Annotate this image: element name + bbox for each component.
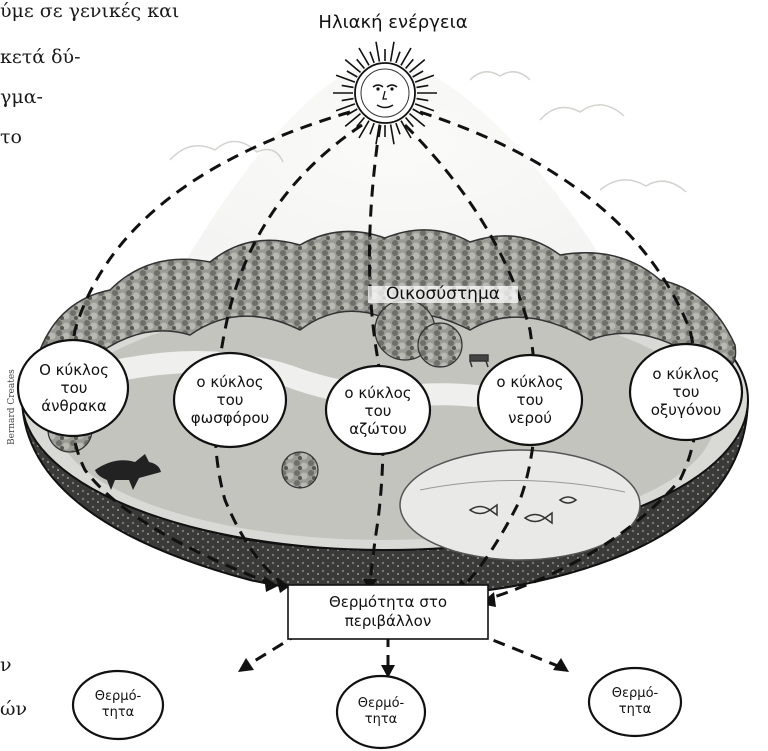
cycle-phosphorus-line-3: φωσφόρου xyxy=(178,409,282,427)
heat-output-3-line-1: Θερμό- xyxy=(595,686,675,702)
cycle-nitrogen: ο κύκλος του αζώτου xyxy=(328,384,428,438)
cycle-water-line-1: ο κύκλος xyxy=(480,373,580,391)
cycle-phosphorus-line-1: ο κύκλος xyxy=(178,373,282,391)
cycle-phosphorus-line-2: του xyxy=(178,391,282,409)
heat-output-2-line-1: Θερμό- xyxy=(341,696,421,712)
environment-heat-line-2: περιβάλλον xyxy=(288,612,488,631)
heat-output-1-line-1: Θερμό- xyxy=(78,689,158,705)
cropped-text-line-4: το xyxy=(0,128,22,147)
heat-output-2-line-2: τητα xyxy=(341,712,421,728)
cycle-oxygen-line-3: οξυγόνου xyxy=(632,401,740,419)
cycle-phosphorus: ο κύκλος του φωσφόρου xyxy=(178,373,282,427)
cycle-oxygen-line-2: του xyxy=(632,383,740,401)
cropped-text-line-5: ν xyxy=(0,656,12,675)
heat-output-1: Θερμό- τητα xyxy=(78,689,158,721)
sun-ray xyxy=(376,42,379,62)
sun-label: Ηλιακή ενέργεια xyxy=(308,14,478,32)
sun-ray xyxy=(370,52,374,63)
heat-output-3-line-2: τητα xyxy=(595,702,675,718)
artist-signature: Bernard Creates xyxy=(7,369,17,445)
heat-output-2: Θερμό- τητα xyxy=(341,696,421,728)
cycle-water-line-2: του xyxy=(480,391,580,409)
cycle-water-line-3: νερού xyxy=(480,409,580,427)
cycle-nitrogen-line-1: ο κύκλος xyxy=(328,384,428,402)
cycle-nitrogen-line-3: αζώτου xyxy=(328,420,428,438)
cropped-text-line-3: γμα- xyxy=(0,88,43,107)
cycle-nitrogen-line-2: του xyxy=(328,402,428,420)
cropped-text-line-1: ύμε σε γενικές και xyxy=(0,2,179,21)
cycle-carbon: Ο κύκλος του άνθρακα xyxy=(22,361,126,415)
cycle-oxygen-line-1: ο κύκλος xyxy=(632,365,740,383)
heat-output-3: Θερμό- τητα xyxy=(595,686,675,718)
cycle-water: ο κύκλος του νερού xyxy=(480,373,580,427)
cycle-carbon-line-3: άνθρακα xyxy=(22,397,126,415)
heat-output-1-line-2: τητα xyxy=(78,705,158,721)
cycle-oxygen: ο κύκλος του οξυγόνου xyxy=(632,365,740,419)
cycle-carbon-line-1: Ο κύκλος xyxy=(22,361,126,379)
environment-heat-label: Θερμότητα στο περιβάλλον xyxy=(288,593,488,631)
cycle-carbon-line-2: του xyxy=(22,379,126,397)
sun-ray xyxy=(391,42,394,62)
cropped-text-line-6: ών xyxy=(0,700,27,719)
cropped-text-line-2: κετά δύ- xyxy=(0,48,81,67)
ecosystem-label: Οικοσύστημα xyxy=(368,286,518,303)
environment-heat-line-1: Θερμότητα στο xyxy=(288,593,488,612)
sun-ray xyxy=(396,52,400,63)
